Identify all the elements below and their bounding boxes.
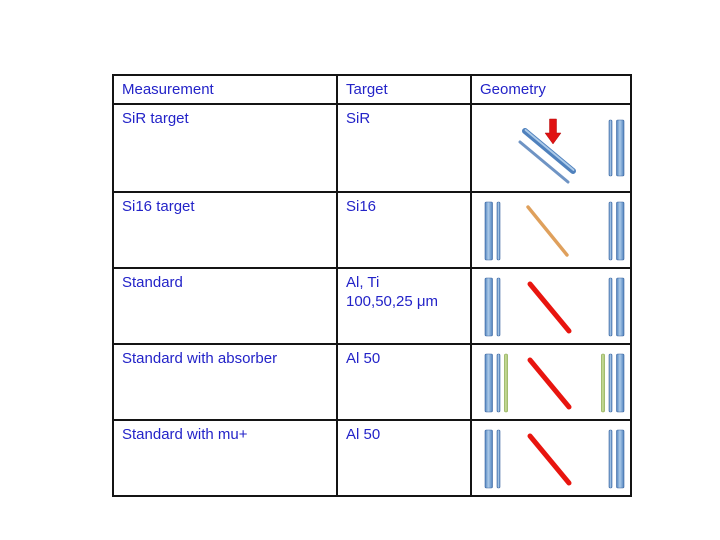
target-line: SiR	[346, 110, 371, 127]
target-line: Si16	[346, 198, 377, 215]
measurement-cell: SiR target	[112, 103, 338, 193]
header-geometry: Geometry	[470, 74, 632, 105]
detector-bar-icon	[608, 277, 613, 337]
absorber-bar-icon	[504, 353, 508, 413]
detector-bar-icon	[616, 277, 625, 337]
geometry-cell	[470, 191, 632, 269]
detector-bar-icon	[616, 201, 625, 261]
detector-bar-icon	[484, 277, 493, 337]
beam-line-icon	[527, 357, 572, 410]
tilted-target-icon	[518, 128, 576, 184]
target-cell: Al, Ti 100,50,25 μm	[336, 267, 472, 345]
target-cell: SiR	[336, 103, 472, 193]
detector-bar-icon	[608, 429, 613, 489]
geometry-diagram	[484, 277, 625, 337]
table-row: Si16 target Si16	[112, 191, 632, 269]
target-cell: Al 50	[336, 343, 472, 421]
absorber-bar-icon	[601, 353, 605, 413]
detector-bar-icon	[608, 353, 613, 413]
table-header-row: Measurement Target Geometry	[112, 74, 632, 105]
geometry-cell	[470, 419, 632, 497]
beam-line-icon	[527, 281, 572, 334]
table-row: Standard with mu+ Al 50	[112, 419, 632, 497]
target-line: Al 50	[346, 426, 381, 443]
header-target: Target	[336, 74, 472, 105]
measurement-table: Measurement Target Geometry SiR target S…	[112, 74, 632, 497]
detector-bar-icon	[496, 429, 501, 489]
header-measurement: Measurement	[112, 74, 338, 105]
down-arrow-icon	[544, 118, 562, 145]
table-row: Standard Al, Ti 100,50,25 μm	[112, 267, 632, 345]
target-cell: Al 50	[336, 419, 472, 497]
detector-bar-icon	[496, 353, 501, 413]
geometry-diagram	[518, 118, 625, 184]
target-line: Al 50	[346, 350, 381, 367]
detector-bar-icon	[608, 119, 613, 177]
target-line: 100,50,25 μm	[346, 293, 439, 310]
measurement-cell: Si16 target	[112, 191, 338, 269]
target-line: Al, Ti	[346, 274, 380, 291]
target-cell: Si16	[336, 191, 472, 269]
detector-bar-icon	[616, 119, 625, 177]
detector-bar-icon	[616, 429, 625, 489]
geometry-diagram	[484, 353, 625, 413]
detector-bar-icon	[484, 201, 493, 261]
detector-bar-icon	[484, 429, 493, 489]
measurement-cell: Standard with mu+	[112, 419, 338, 497]
detector-bar-icon	[496, 277, 501, 337]
geometry-diagram	[484, 429, 625, 489]
detector-bar-icon	[496, 201, 501, 261]
geometry-cell	[470, 267, 632, 345]
beam-line-icon	[527, 433, 572, 486]
table-row: Standard with absorber Al 50	[112, 343, 632, 421]
table-row: SiR target SiR	[112, 103, 632, 193]
detector-bar-icon	[608, 201, 613, 261]
geometry-diagram	[484, 201, 625, 261]
geometry-cell	[470, 103, 632, 193]
detector-bar-icon	[484, 353, 493, 413]
measurement-cell: Standard	[112, 267, 338, 345]
geometry-cell	[470, 343, 632, 421]
beam-line-icon	[526, 205, 569, 257]
measurement-cell: Standard with absorber	[112, 343, 338, 421]
detector-bar-icon	[616, 353, 625, 413]
